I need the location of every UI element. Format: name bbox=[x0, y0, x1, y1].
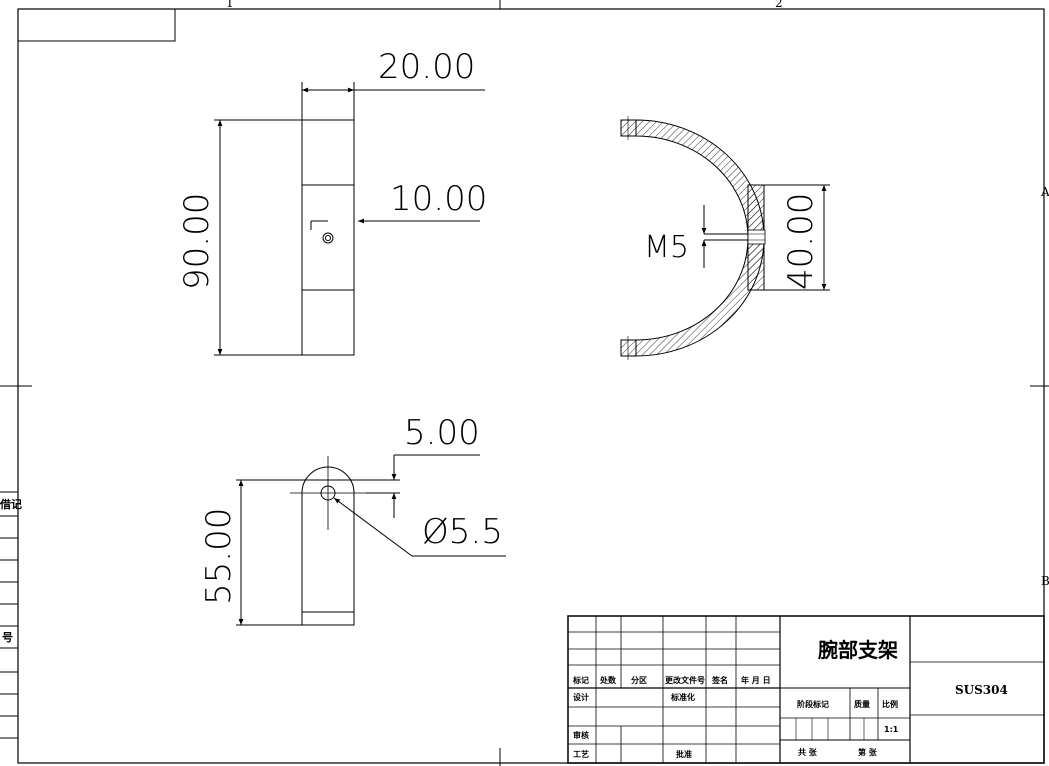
header-mark: 标记 bbox=[572, 675, 589, 685]
zone-marker-b: B bbox=[1041, 574, 1049, 588]
row-design: 设计 bbox=[573, 692, 589, 702]
header-count: 处数 bbox=[599, 675, 617, 685]
part-name: 腕部支架 bbox=[817, 638, 898, 662]
stage-mark-label: 阶段标记 bbox=[797, 699, 829, 709]
sheet-number-label: 第 张 bbox=[858, 747, 878, 757]
section-view bbox=[620, 116, 830, 360]
row-standardize: 标准化 bbox=[670, 692, 695, 702]
title-block bbox=[567, 615, 1045, 764]
front-height-dimension: 55.00 bbox=[199, 508, 239, 605]
side-height-dimension: 90.00 bbox=[177, 193, 217, 290]
header-zone: 分区 bbox=[631, 675, 647, 685]
header-date: 年 月 日 bbox=[741, 675, 771, 685]
material-label: SUS304 bbox=[955, 683, 1008, 697]
title-block-text: 腕部支架 SUS304 标记 处数 分区 更改文件号 签名 年 月 日 设计 标… bbox=[572, 638, 1008, 759]
total-sheets-label: 共 张 bbox=[798, 747, 818, 757]
weight-label: 质量 bbox=[854, 699, 870, 709]
header-signature: 签名 bbox=[711, 675, 728, 685]
row-approve: 批准 bbox=[676, 749, 692, 759]
scale-value: 1:1 bbox=[884, 725, 899, 734]
side-width-dimension: 20.00 bbox=[378, 47, 475, 87]
zone-marker-1: 1 bbox=[226, 0, 234, 10]
left-binding-strip: 借记 号 bbox=[0, 491, 22, 739]
front-view bbox=[236, 454, 506, 626]
zone-marker-a: A bbox=[1040, 185, 1049, 199]
side-view bbox=[214, 82, 485, 356]
scale-label: 比例 bbox=[882, 699, 898, 709]
side-hole-dimension: 10.00 bbox=[390, 179, 487, 219]
zone-marker-2: 2 bbox=[775, 0, 783, 10]
row-process: 工艺 bbox=[573, 749, 589, 759]
thread-label: M5 bbox=[644, 230, 689, 265]
header-change-doc: 更改文件号 bbox=[665, 675, 705, 685]
side-view-body bbox=[301, 119, 355, 356]
front-view-body bbox=[301, 466, 355, 626]
side-view-hole bbox=[322, 232, 334, 244]
strip-label-top: 借记 bbox=[0, 497, 22, 511]
front-offset-dimension: 5.00 bbox=[404, 413, 480, 453]
strip-label-bottom: 号 bbox=[2, 631, 13, 644]
section-thickness-dimension: 40.00 bbox=[781, 193, 821, 290]
hole-diameter-dimension: Ø5.5 bbox=[422, 512, 503, 552]
row-review: 审核 bbox=[573, 730, 589, 740]
